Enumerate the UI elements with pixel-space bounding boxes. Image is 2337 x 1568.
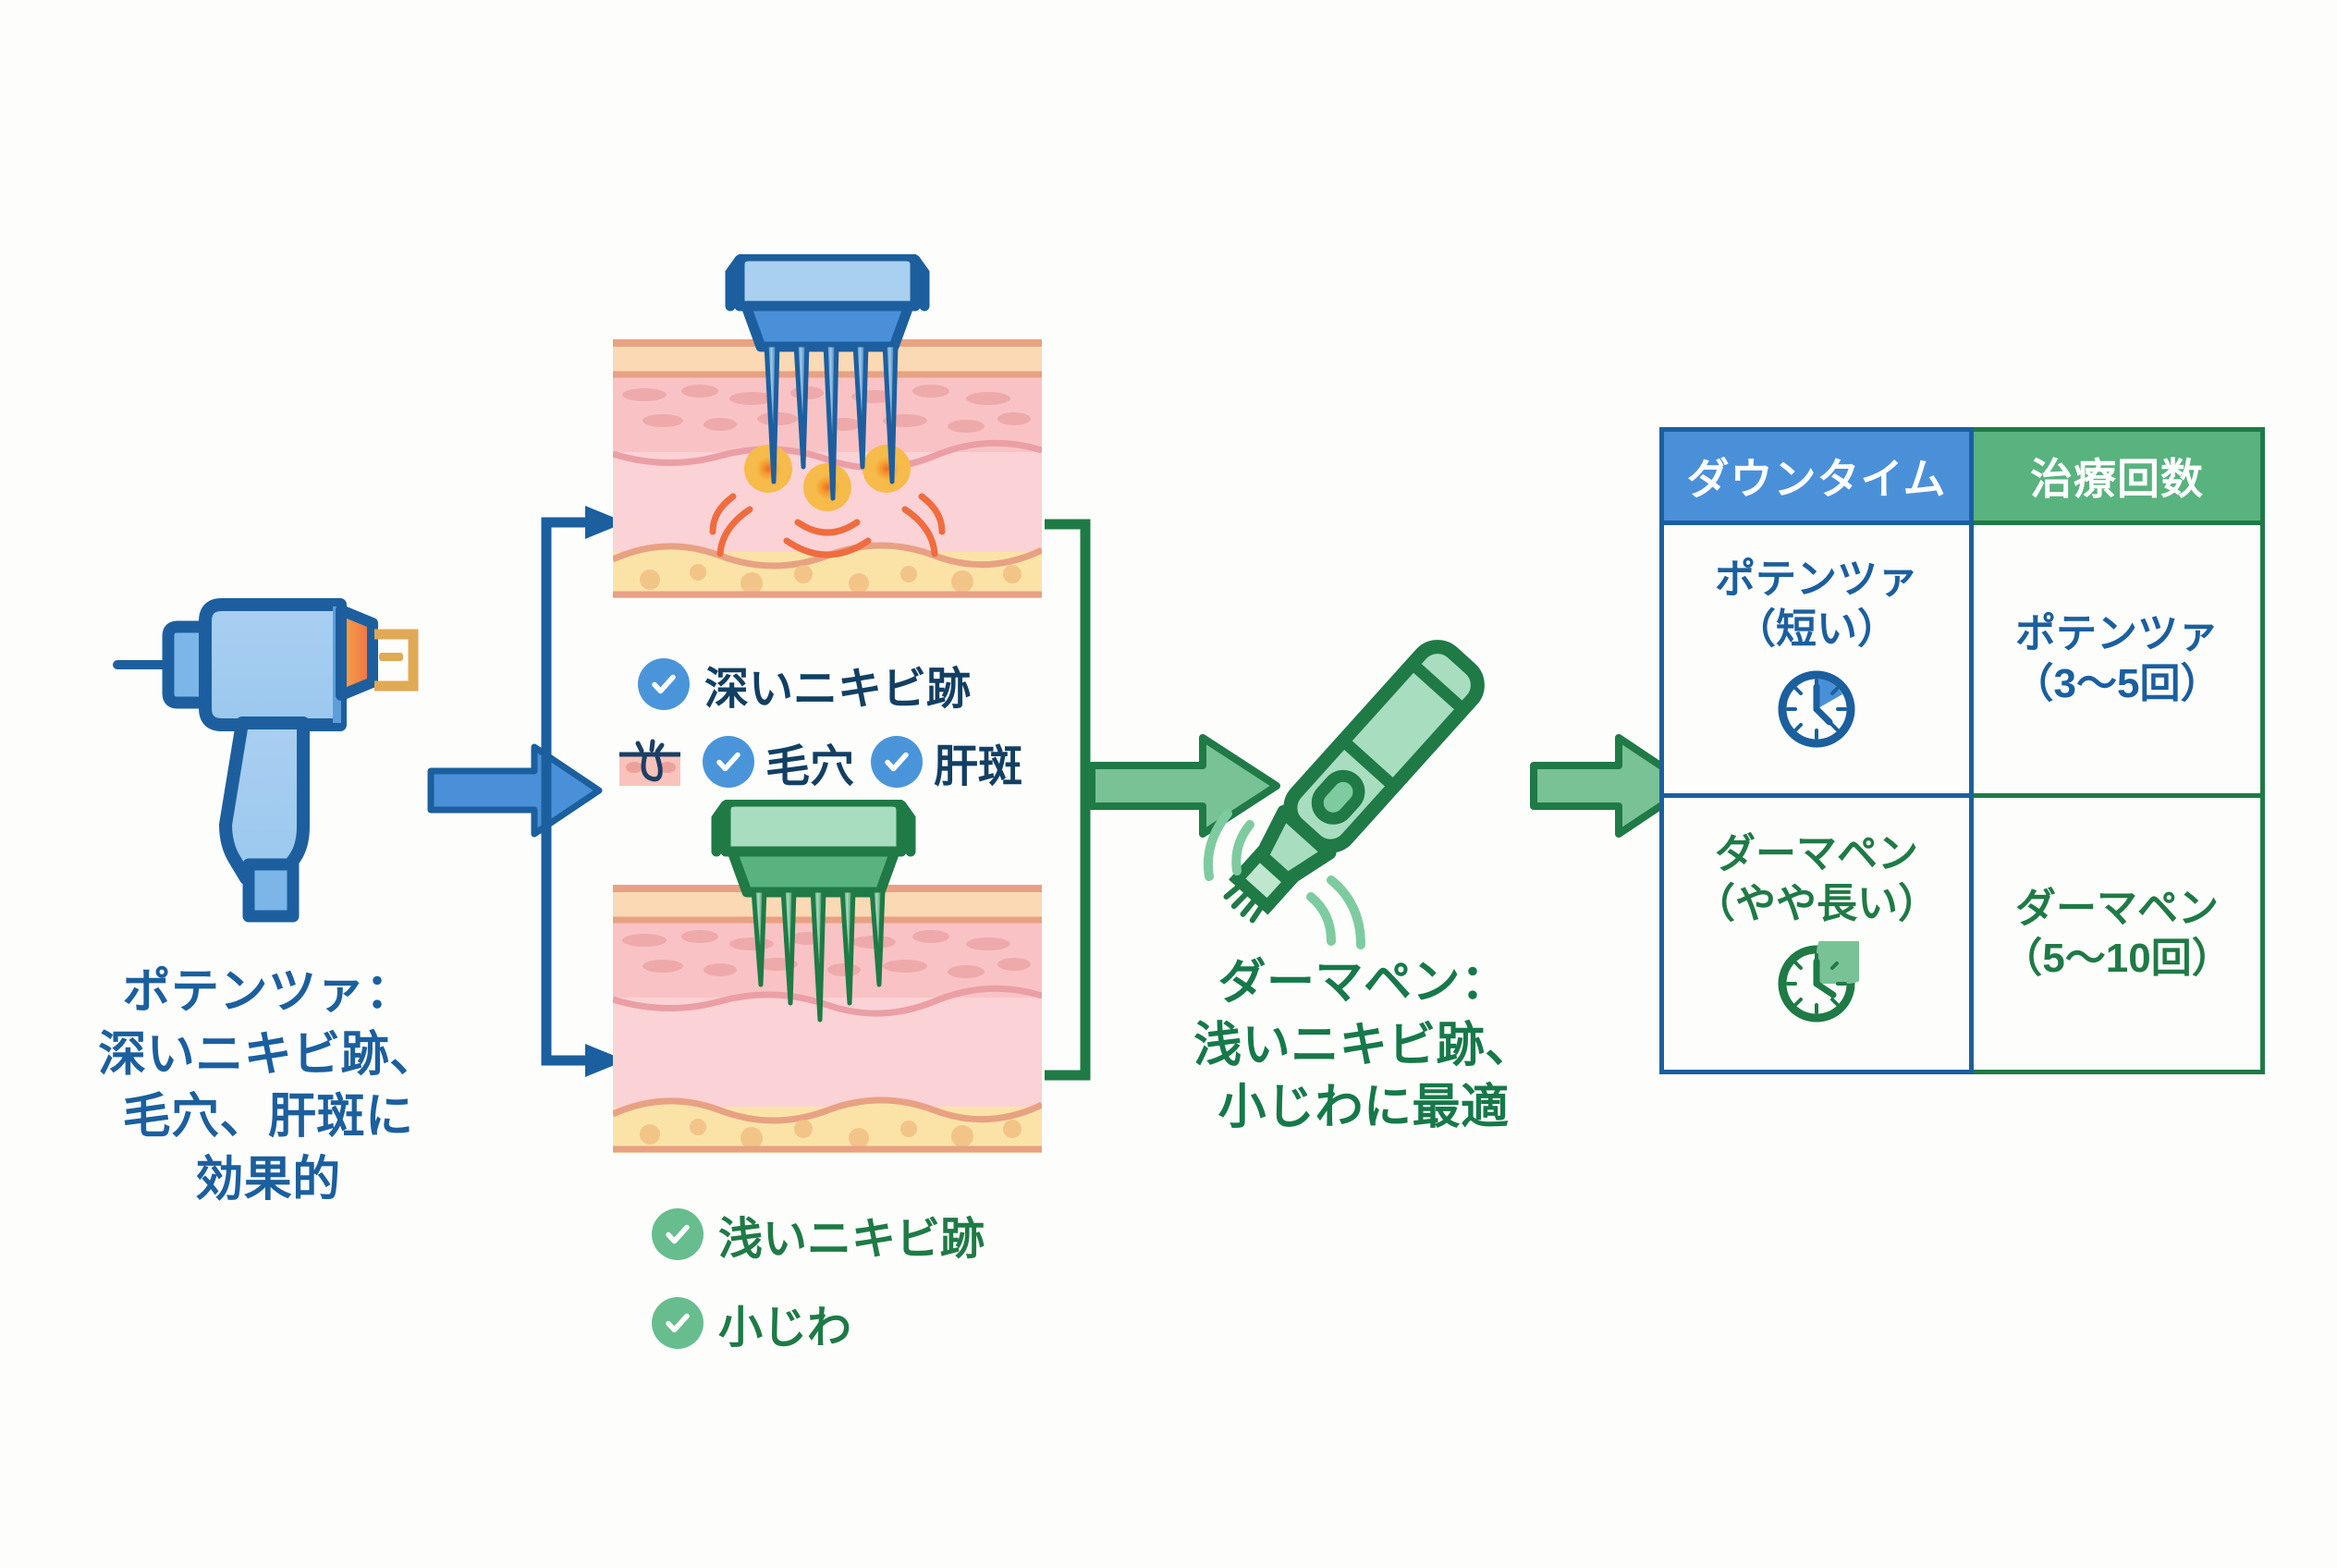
dermapen-device-icon	[1193, 582, 1525, 952]
arrow-right-green-table-icon	[1530, 730, 1696, 841]
list-item: 毛穴 肝斑	[610, 729, 1045, 794]
dermapen-caption: ダーマペン： 浅いニキビ跡、 小じわに最適	[1193, 956, 1534, 1135]
arrow-right-blue-icon	[425, 740, 610, 841]
cell-downtime-potenza: ポテンツァ （短い）	[1659, 521, 1974, 798]
check-circle-green-icon	[652, 1297, 704, 1349]
list-item: 浅いニキビ跡	[652, 1202, 1086, 1267]
potenza-caption: ポテンツァ： 深いニキビ跡、 毛穴、肝斑に 効果的	[98, 965, 438, 1207]
cell-text: ダーマペン （5〜10回）	[2001, 886, 2233, 981]
potenza-device-icon	[102, 582, 434, 934]
table-row: ダーマペン （やや長い）	[1659, 793, 2265, 1074]
check-circle-blue-icon	[638, 658, 690, 710]
list-item: 深いニキビ跡	[638, 652, 1045, 717]
list-item-label: 浅いニキビ跡	[718, 1215, 985, 1264]
list-item-label: 深いニキビ跡	[704, 665, 972, 714]
table-header-sessions: 治療回数	[1969, 427, 2265, 525]
cell-sessions-dermapen: ダーマペン （5〜10回）	[1969, 793, 2265, 1074]
list-item-label: 小じわ	[718, 1304, 852, 1353]
skin-cross-section-microneedles-icon	[596, 796, 1058, 1170]
list-item-label: 毛穴	[765, 742, 855, 791]
check-circle-blue-icon	[871, 736, 924, 788]
bracket-split-blue-icon	[532, 495, 652, 1086]
table-header-downtime: ダウンタイム	[1659, 427, 1974, 525]
comparison-table: ダウンタイム 治療回数 ポテンツァ （短い）	[1659, 427, 2265, 1074]
cell-downtime-dermapen: ダーマペン （やや長い）	[1659, 793, 1974, 1074]
cell-text: ダーマペン （やや長い）	[1695, 830, 1939, 926]
dermapen-feature-list: 浅いニキビ跡 小じわ	[652, 1202, 1086, 1355]
table-row: ポテンツァ （短い）	[1659, 521, 2265, 798]
potenza-feature-list: 深いニキビ跡 毛穴	[610, 652, 1045, 794]
cell-sessions-potenza: ポテンツァ （3〜5回）	[1969, 521, 2265, 798]
pore-icon	[610, 734, 690, 790]
check-circle-green-icon	[652, 1208, 704, 1260]
cell-text: ポテンツァ （短い）	[1715, 556, 1918, 652]
list-item: 小じわ	[652, 1291, 1086, 1355]
cell-text: ポテンツァ （3〜5回）	[2013, 611, 2221, 706]
table-header-row: ダウンタイム 治療回数	[1659, 427, 2265, 525]
skin-cross-section-rf-needles-icon	[596, 251, 1058, 606]
check-circle-blue-icon	[703, 736, 754, 788]
list-item-label: 肝斑	[934, 742, 1023, 791]
clock-blue-icon	[1774, 667, 1859, 764]
clock-green-icon	[1774, 923, 1878, 1038]
